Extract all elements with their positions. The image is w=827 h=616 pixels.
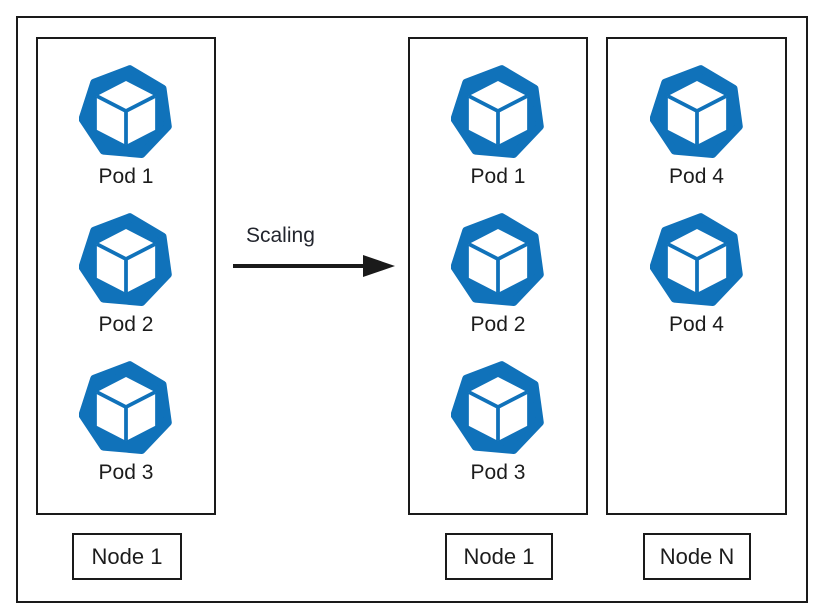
pod-group: Pod 4 — [650, 211, 744, 337]
pod-label: Pod 2 — [470, 313, 526, 336]
kubernetes-pod-icon — [79, 359, 173, 457]
pod-label: Pod 2 — [98, 313, 154, 336]
pod-group: Pod 3 — [79, 359, 173, 485]
kubernetes-pod-icon — [79, 63, 173, 161]
pod-label: Pod 1 — [470, 165, 526, 188]
node-label-after-nodeN: Node N — [643, 533, 751, 580]
pod-group: Pod 1 — [451, 63, 545, 189]
kubernetes-pod-icon — [451, 63, 545, 161]
pod-group: Pod 1 — [79, 63, 173, 189]
scaling-label: Scaling — [246, 224, 315, 247]
node-box-after-nodeN: Pod 4 Pod 4 — [606, 37, 787, 515]
kubernetes-pod-icon — [451, 359, 545, 457]
outer-frame — [16, 16, 808, 603]
pod-group: Pod 4 — [650, 63, 744, 189]
node-box-after-node1: Pod 1 Pod 2 Pod 3 — [408, 37, 588, 515]
scaling-arrow-head — [363, 255, 395, 277]
kubernetes-pod-icon — [650, 211, 744, 309]
node-label-after-node1: Node 1 — [445, 533, 553, 580]
kubernetes-pod-icon — [650, 63, 744, 161]
pod-group: Pod 2 — [79, 211, 173, 337]
pod-label: Pod 3 — [98, 461, 154, 484]
pod-group: Pod 3 — [451, 359, 545, 485]
pod-group: Pod 2 — [451, 211, 545, 337]
kubernetes-pod-icon — [451, 211, 545, 309]
node-box-before: Pod 1 Pod 2 Pod 3 — [36, 37, 216, 515]
pod-label: Pod 3 — [470, 461, 526, 484]
kubernetes-pod-icon — [79, 211, 173, 309]
pod-label: Pod 4 — [669, 165, 724, 188]
pod-label: Pod 4 — [669, 313, 724, 336]
pod-label: Pod 1 — [98, 165, 154, 188]
node-label-before: Node 1 — [72, 533, 182, 580]
scaling-arrow-line — [233, 264, 367, 268]
